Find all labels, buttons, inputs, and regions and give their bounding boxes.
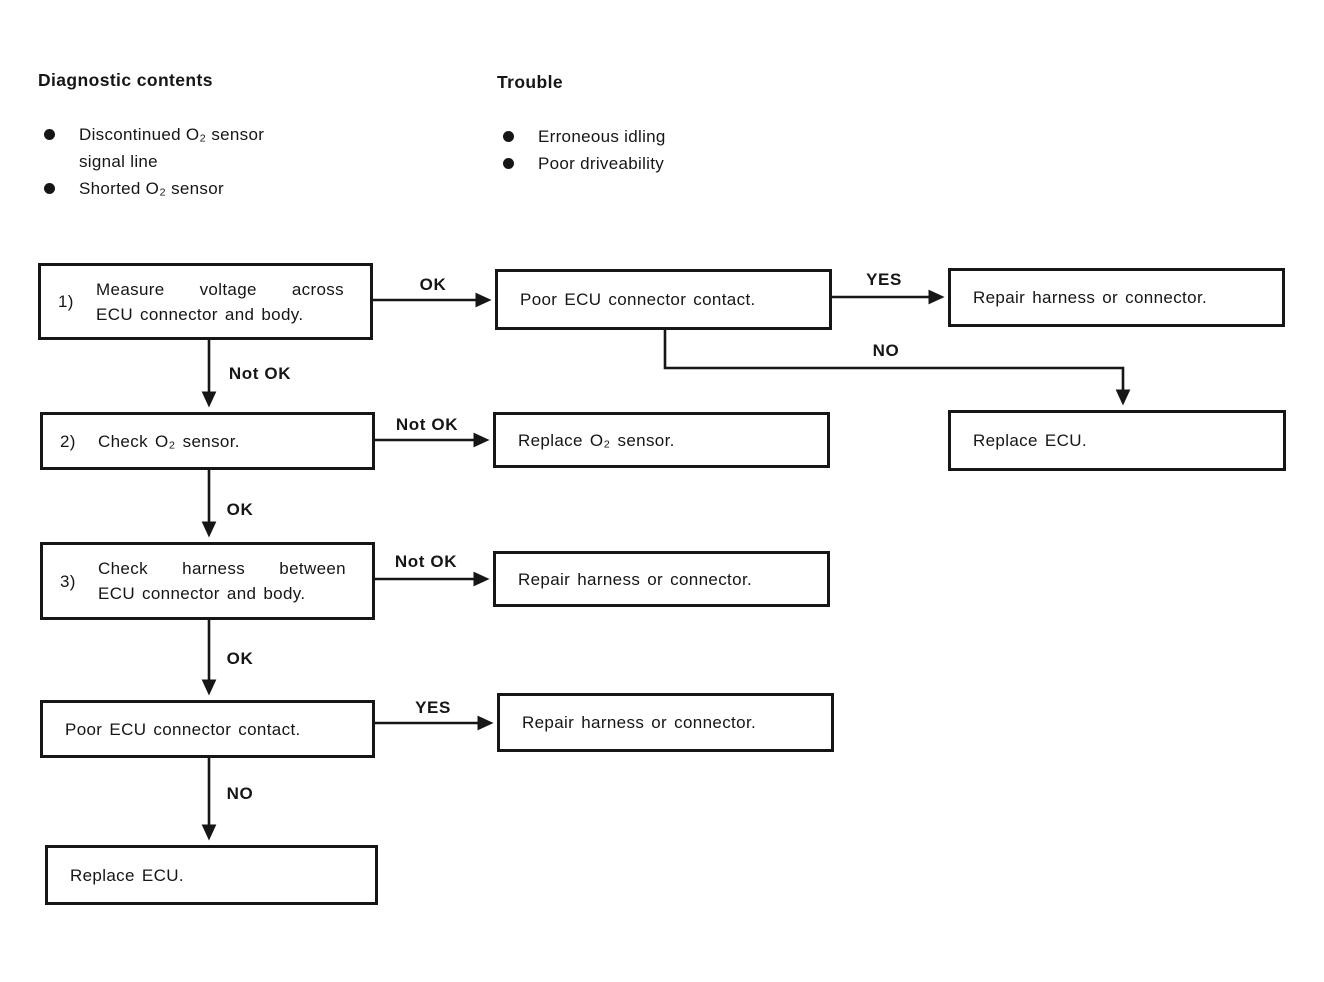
list-item: Poor driveability [497, 150, 747, 177]
box-text: Measure voltage across ECU connector and… [96, 277, 370, 327]
box-text: Check O₂ sensor. [98, 429, 372, 454]
flow-box-poor-ecu-contact-bottom: Poor ECU connector contact. [40, 700, 375, 758]
bullet-icon [44, 129, 55, 140]
diagnostic-contents-list: Discontinued O₂ sensor signal line Short… [38, 121, 288, 202]
flow-box-replace-ecu-bottom: Replace ECU. [45, 845, 378, 905]
step-number: 2) [60, 431, 76, 451]
box-text: Repair harness or connector. [973, 288, 1208, 307]
flow-box-replace-ecu-right: Replace ECU. [948, 410, 1286, 471]
box-text: Replace O₂ sensor. [518, 430, 675, 450]
flow-box-repair-harness-mid: Repair harness or connector. [493, 551, 830, 607]
box-text: Poor ECU connector contact. [520, 290, 756, 309]
box-text: Check harness between ECU connector and … [98, 556, 372, 606]
step-number: 3) [60, 571, 76, 591]
edge-label-no: NO [223, 784, 257, 804]
flow-box-step2-check-o2-sensor: 2) Check O₂ sensor. [40, 412, 375, 470]
bullet-icon [503, 158, 514, 169]
list-item-text: Shorted O₂ sensor [79, 179, 224, 198]
edge-label-no: NO [869, 341, 903, 361]
edge-label-ok: OK [223, 649, 257, 669]
flow-box-poor-ecu-contact-top: Poor ECU connector contact. [495, 269, 832, 330]
box-text-line: Check harness between [98, 559, 346, 578]
list-item: Erroneous idling [497, 123, 747, 150]
box-text: Repair harness or connector. [518, 569, 753, 589]
box-text-line: ECU connector and body. [98, 584, 306, 603]
step-number: 1) [58, 292, 74, 311]
flow-box-replace-o2-sensor: Replace O₂ sensor. [493, 412, 830, 468]
edge-label-yes: YES [863, 270, 905, 290]
list-item: Shorted O₂ sensor [38, 175, 288, 202]
bullet-icon [44, 183, 55, 194]
list-item: Discontinued O₂ sensor signal line [38, 121, 288, 175]
list-item-text: Discontinued O₂ sensor signal line [79, 125, 265, 171]
list-item-text: Erroneous idling [538, 127, 666, 146]
box-text-line: ECU connector and body. [96, 304, 304, 324]
diagnostic-contents-section: Diagnostic contents Discontinued O₂ sens… [38, 70, 288, 202]
flow-box-repair-harness-top: Repair harness or connector. [948, 268, 1285, 327]
edge-label-not-ok: Not OK [392, 415, 462, 435]
box-text: Repair harness or connector. [522, 713, 757, 732]
edge-label-not-ok: Not OK [391, 552, 461, 572]
bullet-icon [503, 131, 514, 142]
diagnostic-contents-title: Diagnostic contents [38, 70, 213, 90]
trouble-section: Trouble Erroneous idling Poor driveabili… [497, 72, 747, 177]
box-text-line: Measure voltage across [96, 279, 344, 299]
edge-label-ok: OK [223, 500, 257, 520]
edge-label-yes: YES [412, 698, 454, 718]
trouble-list: Erroneous idling Poor driveability [497, 123, 747, 177]
flow-box-step1-measure-voltage: 1) Measure voltage across ECU connector … [38, 263, 373, 340]
flow-box-repair-harness-bottom: Repair harness or connector. [497, 693, 834, 752]
trouble-title: Trouble [497, 72, 563, 92]
list-item-text: Poor driveability [538, 154, 665, 173]
box-text: Replace ECU. [70, 865, 184, 885]
connector-top-no-elbow [663, 330, 1131, 406]
edge-label-ok: OK [416, 275, 450, 295]
edge-label-not-ok: Not OK [225, 364, 295, 384]
box-text: Poor ECU connector contact. [65, 719, 301, 739]
box-text: Replace ECU. [973, 431, 1087, 450]
flow-box-step3-check-harness: 3) Check harness between ECU connector a… [40, 542, 375, 620]
box-text-line: Check O₂ sensor. [98, 431, 240, 451]
